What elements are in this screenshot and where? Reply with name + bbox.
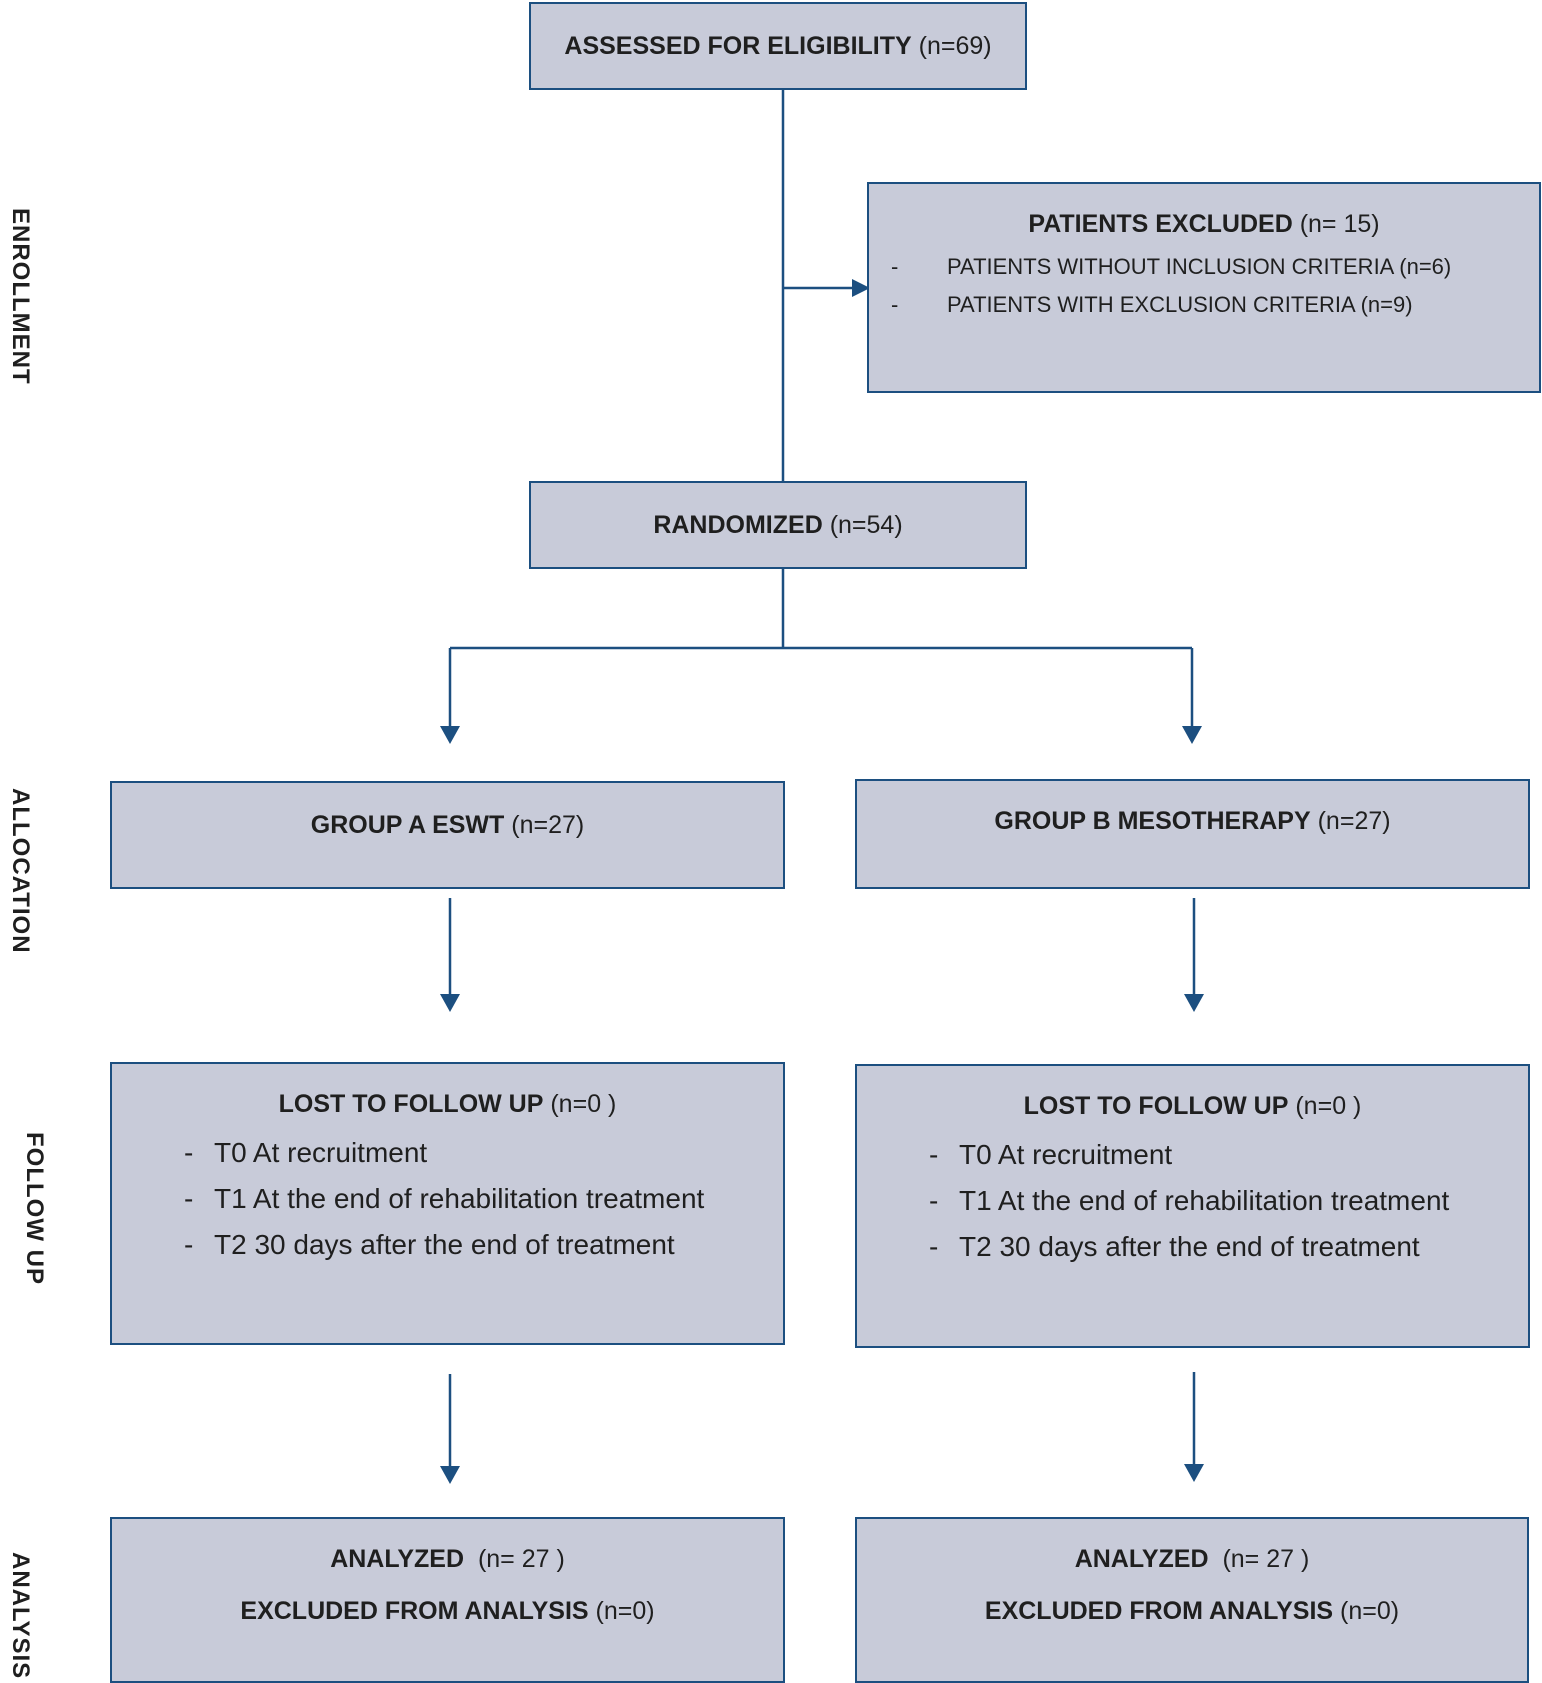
group-b-follow-up-label: LOST TO FOLLOW UP [1023, 1092, 1289, 1120]
arrowhead-group-a [440, 726, 460, 744]
randomized-count: (n=54) [829, 511, 903, 539]
assessed-box: ASSESSED FOR ELIGIBILITY (n=69) [529, 2, 1027, 90]
arrowhead-group-b [1182, 726, 1202, 744]
stage-label-analysis: ANALYSIS [7, 1552, 34, 1680]
stage-label-follow-up: FOLLOW UP [21, 1132, 48, 1285]
group-a-timepoints-list: -T0 At recruitment -T1 At the end of reh… [184, 1130, 704, 1268]
arrowhead-excluded [852, 279, 870, 297]
excluded-label: PATIENTS EXCLUDED [1028, 210, 1293, 238]
group-a-box: GROUP A ESWT (n=27) [110, 781, 785, 889]
group-a-follow-up-count: (n=0 ) [550, 1090, 617, 1118]
excluded-count: (n= 15) [1299, 210, 1380, 238]
group-b-excluded-line: EXCLUDED FROM ANALYSIS (n=0) [857, 1597, 1527, 1626]
list-item: -PATIENTS WITHOUT INCLUSION CRITERIA (n=… [891, 254, 1452, 279]
group-b-count: (n=27) [1317, 807, 1391, 835]
excluded-box: PATIENTS EXCLUDED (n= 15) -PATIENTS WITH… [867, 182, 1541, 393]
stage-label-allocation: ALLOCATION [7, 788, 34, 954]
group-a-count: (n=27) [511, 811, 585, 839]
list-item: -T2 30 days after the end of treatment [929, 1231, 1420, 1262]
excluded-title: PATIENTS EXCLUDED (n= 15) [869, 210, 1539, 239]
group-b-analyzed-line: ANALYZED (n= 27 ) [857, 1545, 1527, 1574]
arrowhead-b-follow [1184, 994, 1204, 1012]
group-a-analyzed-count: (n= 27 ) [477, 1545, 565, 1573]
group-a-follow-up-label: LOST TO FOLLOW UP [278, 1090, 544, 1118]
group-a-excluded-count: (n=0) [595, 1597, 655, 1625]
group-b-follow-up-box: LOST TO FOLLOW UP (n=0 ) -T0 At recruitm… [855, 1064, 1530, 1348]
stage-label-enrollment: ENROLLMENT [7, 208, 34, 385]
list-item: -PATIENTS WITH EXCLUSION CRITERIA (n=9) [891, 292, 1413, 317]
group-a-analyzed-line: ANALYZED (n= 27 ) [112, 1545, 783, 1574]
group-b-timepoints-list: -T0 At recruitment -T1 At the end of reh… [929, 1132, 1449, 1270]
group-b-title: GROUP B MESOTHERAPY (n=27) [857, 807, 1528, 836]
group-a-follow-up-box: LOST TO FOLLOW UP (n=0 ) -T0 At recruitm… [110, 1062, 785, 1345]
randomized-title: RANDOMIZED (n=54) [531, 511, 1025, 540]
group-b-excluded-label: EXCLUDED FROM ANALYSIS [984, 1597, 1334, 1625]
list-item: -T1 At the end of rehabilitation treatme… [929, 1185, 1450, 1216]
group-a-analyzed-label: ANALYZED [330, 1545, 465, 1573]
arrowhead-b-analysis [1184, 1464, 1204, 1482]
group-b-box: GROUP B MESOTHERAPY (n=27) [855, 779, 1530, 889]
group-a-excluded-line: EXCLUDED FROM ANALYSIS (n=0) [112, 1597, 783, 1626]
randomized-label: RANDOMIZED [653, 511, 823, 539]
group-a-analysis-box: ANALYZED (n= 27 ) EXCLUDED FROM ANALYSIS… [110, 1517, 785, 1683]
group-a-label: GROUP A ESWT [310, 811, 505, 839]
group-b-analyzed-label: ANALYZED [1074, 1545, 1209, 1573]
group-b-follow-up-title: LOST TO FOLLOW UP (n=0 ) [857, 1092, 1528, 1121]
assessed-label: ASSESSED FOR ELIGIBILITY [564, 32, 912, 60]
arrowhead-a-analysis [440, 1466, 460, 1484]
list-item: -T0 At recruitment [929, 1139, 1173, 1170]
group-b-excluded-count: (n=0) [1340, 1597, 1400, 1625]
assessed-count: (n=69) [918, 32, 992, 60]
group-b-analyzed-count: (n= 27 ) [1222, 1545, 1310, 1573]
arrowhead-a-follow [440, 994, 460, 1012]
group-a-title: GROUP A ESWT (n=27) [112, 811, 783, 840]
excluded-reasons-list: -PATIENTS WITHOUT INCLUSION CRITERIA (n=… [891, 248, 1451, 324]
assessed-title: ASSESSED FOR ELIGIBILITY (n=69) [531, 32, 1025, 61]
list-item: -T2 30 days after the end of treatment [184, 1229, 675, 1260]
group-a-excluded-label: EXCLUDED FROM ANALYSIS [240, 1597, 589, 1625]
list-item: -T0 At recruitment [184, 1137, 428, 1168]
group-a-follow-up-title: LOST TO FOLLOW UP (n=0 ) [112, 1090, 783, 1119]
list-item: -T1 At the end of rehabilitation treatme… [184, 1183, 705, 1214]
group-b-analysis-box: ANALYZED (n= 27 ) EXCLUDED FROM ANALYSIS… [855, 1517, 1529, 1683]
group-b-label: GROUP B MESOTHERAPY [994, 807, 1311, 835]
randomized-box: RANDOMIZED (n=54) [529, 481, 1027, 569]
group-b-follow-up-count: (n=0 ) [1295, 1092, 1362, 1120]
